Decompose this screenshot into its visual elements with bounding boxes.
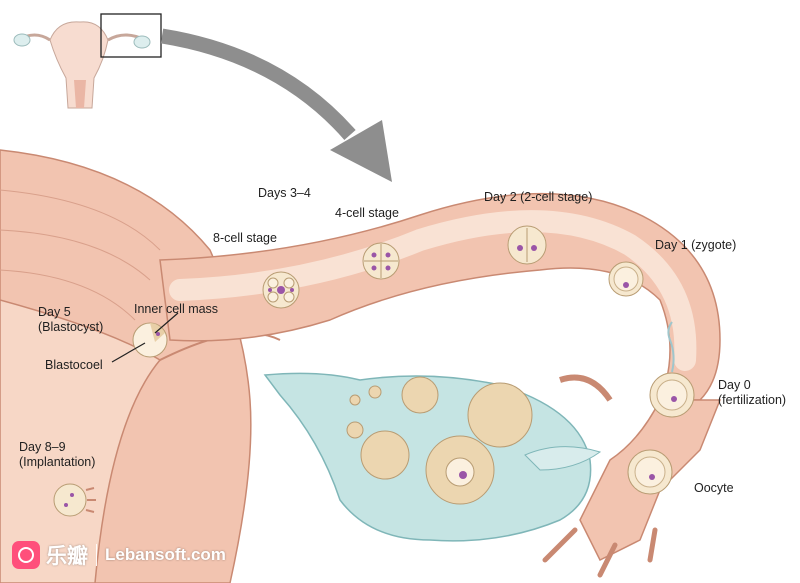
label-day-1: Day 1 (zygote) [655, 238, 737, 252]
follicle [368, 385, 382, 399]
two-cell-embryo [507, 225, 547, 265]
uterus-reference-icon [13, 21, 151, 109]
uterine-cavity [0, 299, 162, 583]
label-oocyte: Oocyte [694, 481, 734, 495]
label-days-3-4: Days 3–4 [258, 186, 311, 200]
eight-cell-embryo [262, 271, 300, 309]
ovary [263, 372, 602, 542]
zygote-day1 [608, 261, 644, 297]
label-day-2: Day 2 (2-cell stage) [484, 190, 593, 204]
label-day-5: Day 5 (Blastocyst) [38, 305, 104, 334]
follicle [360, 430, 410, 480]
blastocoel-leader [111, 342, 146, 363]
oocyte-cell [627, 449, 673, 495]
watermark-divider [96, 544, 97, 566]
zygote-day0 [649, 321, 695, 418]
label-day-0: Day 0 (fertilization) [718, 378, 787, 407]
inner-cell-mass-leader [154, 312, 179, 334]
watermark-site: Lebansoft.com [105, 545, 226, 564]
follicle [401, 376, 439, 414]
follicle [349, 394, 361, 406]
label-inner-cell-mass: Inner cell mass [134, 302, 219, 316]
blastocyst [132, 322, 168, 358]
zoom-box [100, 13, 162, 58]
label-8-cell-stage: 8-cell stage [213, 231, 277, 245]
watermark-logo-text: 乐瓣 [46, 545, 88, 568]
watermark: 乐瓣 Lebansoft.com [12, 539, 226, 571]
watermark-logo-icon [12, 541, 40, 569]
label-blastocoel: Blastocoel [45, 358, 103, 372]
implanting-blastocyst [53, 483, 96, 517]
zoom-arrow [160, 28, 392, 182]
follicle [346, 421, 364, 439]
four-cell-embryo [362, 242, 400, 280]
label-4-cell-stage: 4-cell stage [335, 206, 399, 220]
follicle [467, 382, 533, 448]
label-day-8-9: Day 8–9 (Implantation) [19, 440, 96, 469]
